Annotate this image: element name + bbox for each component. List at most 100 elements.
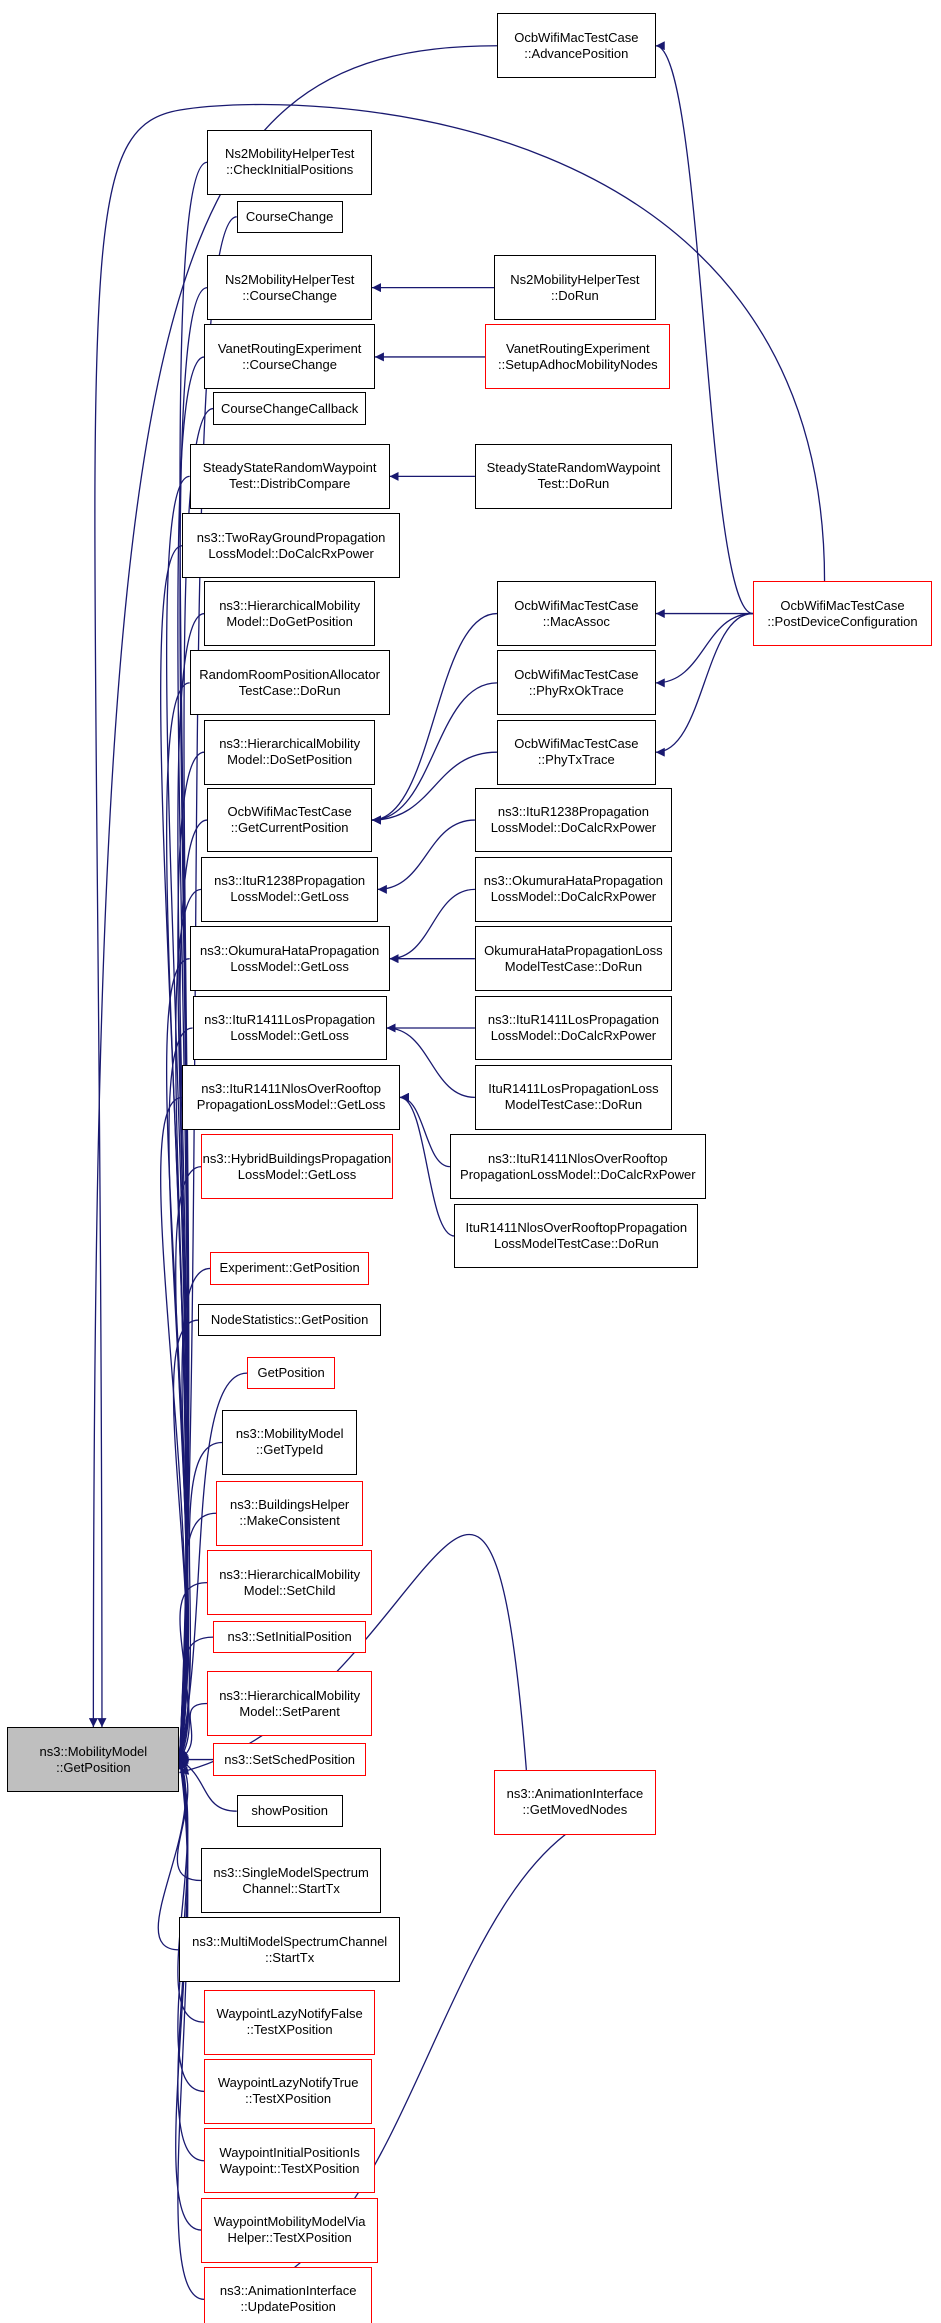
call-edge (88, 45, 497, 1728)
graph-node[interactable]: OcbWifiMacTestCase::MacAssoc (496, 581, 656, 646)
node-label: ::MacAssoc (542, 613, 610, 629)
graph-node[interactable]: ns3::SetSchedPosition (213, 1743, 367, 1776)
node-label: Model::SetChild (243, 1582, 336, 1598)
graph-node[interactable]: ns3::MobilityModel::GetTypeId (222, 1410, 358, 1475)
node-label: Helper::TestXPosition (227, 2230, 352, 2246)
node-label: WaypointLazyNotifyFalse (216, 2006, 363, 2022)
graph-node[interactable]: showPosition (236, 1794, 343, 1828)
graph-node[interactable]: ns3::SetInitialPosition (213, 1620, 367, 1654)
node-label: ns3::AnimationInterface (506, 1786, 644, 1802)
node-label: Test::DistribCompare (228, 476, 351, 492)
call-edge (176, 1759, 205, 2301)
graph-node[interactable]: CourseChangeCallback (213, 392, 367, 425)
node-label: ns3::BuildingsHelper (230, 1497, 350, 1513)
node-label: ns3::MobilityModel (39, 1743, 148, 1759)
graph-node[interactable]: OcbWifiMacTestCase::PhyTxTrace (496, 719, 656, 785)
node-label: ns3::MobilityModel (235, 1426, 344, 1442)
call-edge (179, 1702, 208, 1761)
node-label: ns3::SingleModelSpectrum (213, 1864, 369, 1880)
graph-node[interactable]: GetPosition (247, 1356, 336, 1390)
node-label: ::PhyRxOkTrace (528, 682, 624, 698)
node-label: ns3::AnimationInterface (219, 2283, 357, 2299)
node-label: Model::DoSetPosition (227, 752, 353, 768)
graph-node[interactable]: NodeStatistics::GetPosition (198, 1303, 381, 1337)
node-label: ns3::ItuR1411NlosOverRooftop (201, 1081, 381, 1097)
node-label: ::CourseChange (242, 356, 337, 372)
node-label: SteadyStateRandomWaypoint (202, 460, 377, 476)
graph-node[interactable]: ns3::AnimationInterface::UpdatePosition (204, 2266, 372, 2323)
node-label: ::SetupAdhocMobilityNodes (497, 356, 658, 372)
graph-node[interactable]: OcbWifiMacTestCase::PostDeviceConfigurat… (752, 581, 933, 646)
node-label: OcbWifiMacTestCase (514, 736, 639, 752)
graph-node[interactable]: ns3::MultiModelSpectrumChannel::StartTx (179, 1917, 400, 1983)
node-label: Ns2MobilityHelperTest (224, 271, 355, 287)
node-label: ns3::ItuR1411NlosOverRooftop (487, 1150, 668, 1166)
node-label: LossModel::DoCalcRxPower (490, 889, 657, 905)
graph-node[interactable]: Ns2MobilityHelperTest::CheckInitialPosit… (207, 129, 372, 195)
node-label: CourseChange (245, 208, 334, 224)
node-label: Experiment::GetPosition (219, 1260, 360, 1276)
graph-node[interactable]: ns3::BuildingsHelper::MakeConsistent (216, 1480, 364, 1546)
call-edge (175, 751, 205, 1760)
node-label: ns3::ItuR1411LosPropagation (487, 1012, 659, 1027)
node-label: ::GetCurrentPosition (230, 820, 349, 836)
node-label: ::CheckInitialPositions (226, 162, 354, 178)
node-label: OcbWifiMacTestCase (227, 804, 352, 820)
node-label: LossModel::DoCalcRxPower (490, 1028, 657, 1043)
node-label: ::PostDeviceConfiguration (767, 613, 918, 629)
node-label: OcbWifiMacTestCase (514, 29, 639, 45)
node-label: ::StartTx (265, 1949, 315, 1965)
node-label: Ns2MobilityHelperTest (510, 271, 640, 287)
graph-node[interactable]: WaypointLazyNotifyFalse::TestXPosition (204, 1989, 375, 2055)
graph-node[interactable]: OcbWifiMacTestCase::PhyRxOkTrace (496, 650, 656, 716)
graph-node[interactable]: ns3::AnimationInterface::GetMovedNodes (494, 1769, 656, 1835)
node-label: ItuR1411LosPropagationLoss (488, 1081, 659, 1097)
graph-node[interactable]: CourseChange (236, 200, 343, 234)
graph-node[interactable]: VanetRoutingExperiment::CourseChange (204, 324, 375, 390)
node-label: LossModelTestCase::DoRun (493, 1235, 659, 1251)
node-label: OcbWifiMacTestCase (514, 597, 639, 613)
graph-node[interactable]: OcbWifiMacTestCase::AdvancePosition (496, 13, 656, 79)
node-label: NodeStatistics::GetPosition (210, 1312, 369, 1328)
node-label: SteadyStateRandomWaypoint (486, 460, 661, 476)
node-label: ns3::ItuR1238Propagation (214, 873, 366, 889)
graph-node[interactable]: OcbWifiMacTestCase::GetCurrentPosition (207, 787, 372, 853)
graph-node[interactable]: Ns2MobilityHelperTest::DoRun (494, 255, 656, 321)
node-label: LossModel::GetLoss (230, 889, 349, 905)
node-label: ModelTestCase::DoRun (504, 958, 643, 974)
call-edge (389, 888, 475, 964)
node-label: GetPosition (257, 1365, 325, 1381)
graph-node[interactable]: Experiment::GetPosition (210, 1252, 370, 1285)
graph-node[interactable]: VanetRoutingExperiment::SetupAdhocMobili… (485, 324, 671, 390)
call-edge (178, 1581, 208, 1760)
node-label: CourseChangeCallback (220, 400, 359, 416)
node-label: ns3::SetInitialPosition (227, 1629, 352, 1645)
graph-node[interactable]: WaypointLazyNotifyTrue::TestXPosition (204, 2058, 372, 2124)
graph-node[interactable]: Ns2MobilityHelperTest::CourseChange (207, 255, 372, 321)
call-edge (371, 612, 497, 825)
call-edge (371, 751, 497, 825)
